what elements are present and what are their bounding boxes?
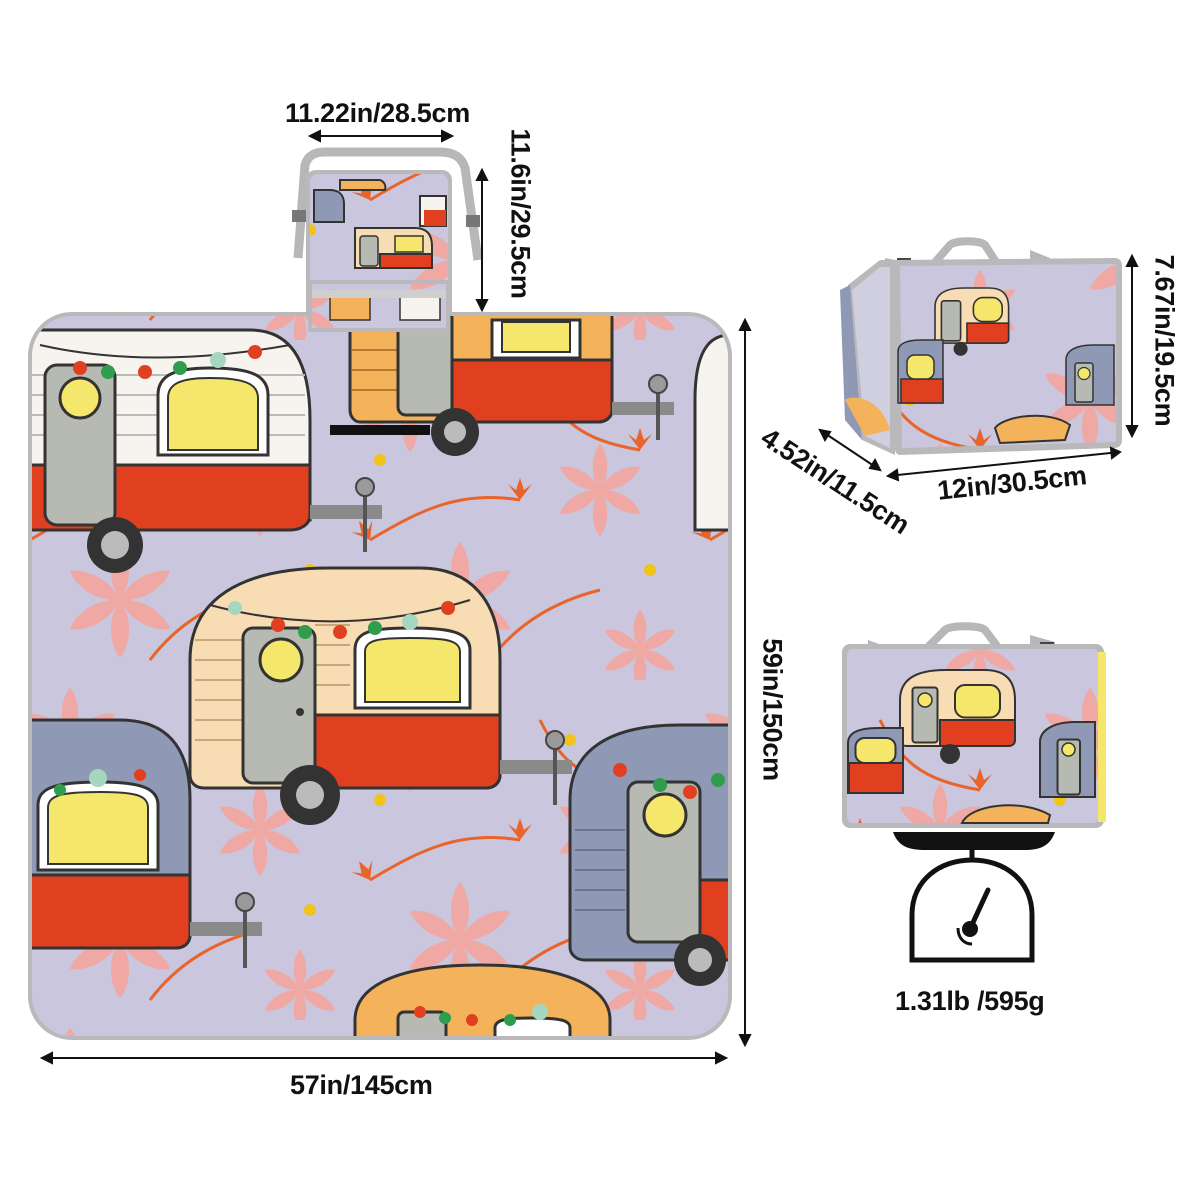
camper-white <box>32 328 382 573</box>
camper-blue-left <box>32 718 262 968</box>
carry-bag-top <box>292 147 483 332</box>
camper-orange-bottom <box>353 963 612 1036</box>
folded-height-label: 7.67in/19.5cm <box>1149 254 1180 427</box>
camper-orange-top <box>348 316 674 456</box>
hanging-scale-icon <box>893 832 1055 963</box>
bag-width-label: 11.22in/28.5cm <box>285 98 470 128</box>
mat-height-label: 59in/150cm <box>757 638 788 781</box>
folded-bag-front <box>842 622 1106 828</box>
weight-label: 1.31lb /595g <box>895 986 1045 1016</box>
camper-cream <box>188 566 572 825</box>
dimension-lines <box>39 129 1139 1065</box>
picnic-mat <box>28 312 732 1040</box>
camper-blue-right <box>568 723 728 986</box>
mat-width-label: 57in/145cm <box>290 1070 433 1100</box>
bag-height-label: 11.6in/29.5cm <box>505 128 536 299</box>
folded-bag-angled <box>840 237 1122 455</box>
